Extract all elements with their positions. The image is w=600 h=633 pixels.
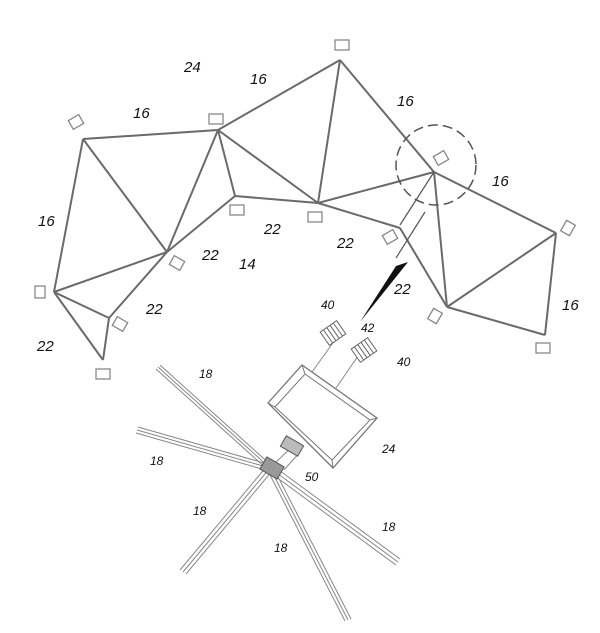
label-18: 18 bbox=[274, 541, 288, 555]
label-16: 16 bbox=[397, 93, 414, 110]
device-icon bbox=[208, 113, 224, 125]
lightning-arrow-icon bbox=[360, 262, 408, 322]
rods bbox=[135, 364, 401, 622]
label-16: 16 bbox=[38, 213, 55, 230]
label-16: 16 bbox=[133, 105, 150, 122]
label-22: 22 bbox=[201, 247, 219, 264]
detail-reference-labels: 40 42 40 24 50 18 18 18 18 18 bbox=[150, 298, 411, 555]
label-24: 24 bbox=[183, 59, 201, 76]
device-icon bbox=[426, 307, 444, 325]
device-icon bbox=[307, 211, 323, 223]
mesh-links bbox=[53, 59, 557, 361]
label-22: 22 bbox=[336, 235, 354, 252]
device-icon bbox=[381, 228, 399, 246]
device-icon bbox=[111, 315, 129, 333]
label-22: 22 bbox=[263, 221, 281, 238]
label-22: 22 bbox=[393, 281, 411, 298]
device-icon bbox=[334, 39, 350, 51]
label-16: 16 bbox=[492, 173, 509, 190]
device-24-detail bbox=[267, 320, 378, 471]
device-icon bbox=[535, 342, 551, 354]
device-icon bbox=[168, 254, 186, 272]
label-42: 42 bbox=[361, 321, 375, 335]
device-icon bbox=[559, 219, 577, 237]
device-icon bbox=[34, 285, 46, 299]
network-reference-labels: 24 16 16 16 16 16 16 22 22 22 22 22 22 1… bbox=[36, 59, 579, 355]
label-24: 24 bbox=[381, 442, 396, 456]
label-18: 18 bbox=[199, 367, 213, 381]
device-icon bbox=[95, 368, 111, 380]
label-40: 40 bbox=[321, 298, 335, 312]
device-icon bbox=[229, 204, 245, 216]
battery-40-icon bbox=[350, 337, 378, 363]
battery-40-icon bbox=[319, 320, 347, 346]
label-16: 16 bbox=[250, 71, 267, 88]
rod-clamp bbox=[259, 456, 285, 480]
highlight-circle bbox=[395, 124, 477, 206]
label-18: 18 bbox=[382, 520, 396, 534]
label-22: 22 bbox=[36, 338, 54, 355]
device-icon bbox=[432, 149, 450, 167]
label-16: 16 bbox=[562, 297, 579, 314]
label-18: 18 bbox=[193, 504, 207, 518]
device-icon bbox=[67, 113, 85, 131]
label-14: 14 bbox=[239, 256, 256, 273]
label-40: 40 bbox=[397, 355, 411, 369]
sensor-devices bbox=[34, 39, 577, 380]
signal-beam bbox=[360, 171, 435, 322]
connector-50 bbox=[279, 435, 305, 457]
label-18: 18 bbox=[150, 454, 164, 468]
label-22: 22 bbox=[145, 301, 163, 318]
label-50: 50 bbox=[305, 470, 319, 484]
